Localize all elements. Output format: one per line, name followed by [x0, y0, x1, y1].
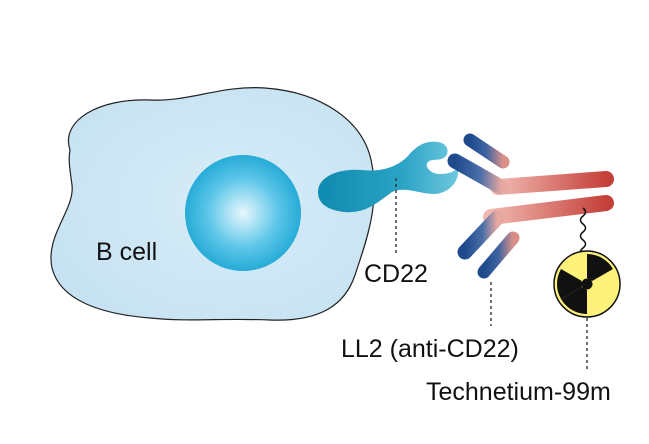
isotope-linker: [579, 207, 587, 255]
cd22-label: CD22: [364, 260, 428, 288]
antibody-heavy-chain-upper: [490, 171, 614, 195]
fab-arm-lower-heavy: [457, 210, 505, 260]
cd22-receptor: [318, 141, 459, 213]
radiation-icon: [553, 250, 621, 318]
fab-arm-upper-light: [463, 133, 510, 169]
technetium-label: Technetium-99m: [426, 378, 611, 406]
fab-arm-upper-heavy: [447, 153, 509, 195]
ll2-label: LL2 (anti-CD22): [341, 335, 519, 363]
fab-arm-lower-light: [477, 231, 520, 279]
b-cell-label: B cell: [96, 238, 158, 266]
antibody-heavy-chain-lower: [483, 195, 614, 225]
nucleus: [185, 155, 301, 271]
